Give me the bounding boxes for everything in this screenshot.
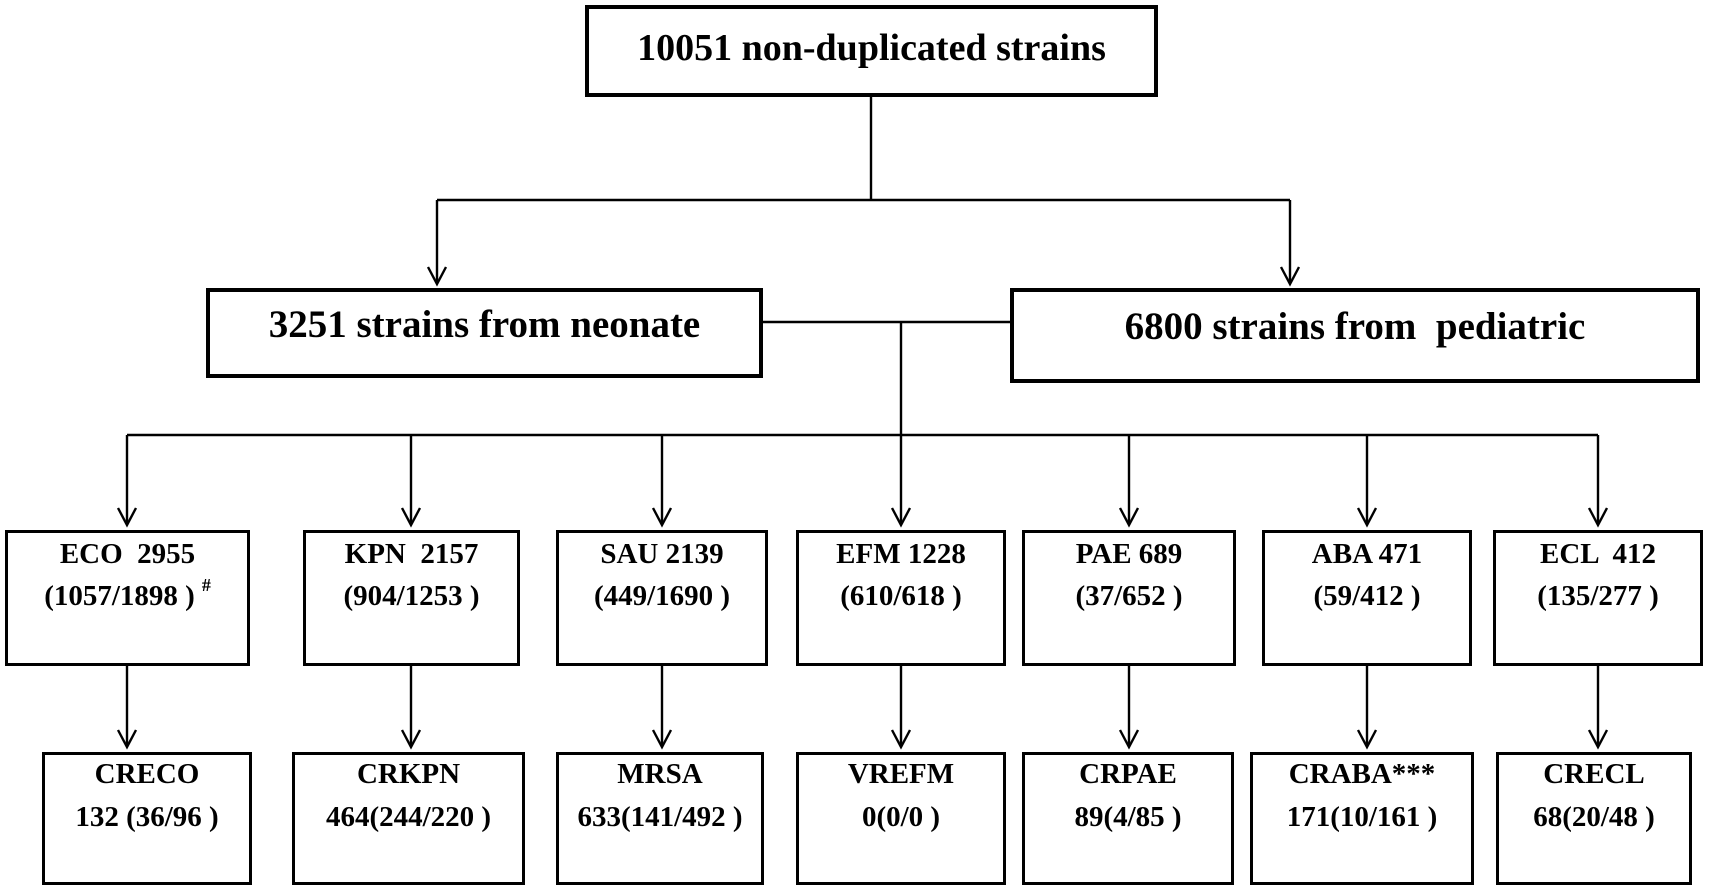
- species-name: EFM 1228: [836, 537, 966, 570]
- node-neonate-strains: 3251 strains from neonate: [206, 288, 763, 378]
- node-total-strains: 10051 non-duplicated strains: [585, 5, 1158, 97]
- resistant-name: CRECO: [94, 758, 200, 791]
- resistant-counts: 171(10/161 ): [1286, 800, 1438, 833]
- resistant-counts: 89(4/85 ): [1074, 800, 1182, 833]
- connector-cross-link: [763, 320, 1010, 524]
- node-aba: ABA 471 (59/412 ): [1262, 530, 1472, 666]
- species-counts-line: (1057/1898 ) #: [44, 575, 211, 617]
- species-name: ABA 471: [1311, 537, 1423, 570]
- resistant-name: CRABA***: [1288, 758, 1436, 791]
- node-crpae: CRPAE 89(4/85 ): [1022, 752, 1234, 885]
- connector-distributor: [125, 433, 1600, 524]
- resistant-name: CRKPN: [356, 758, 461, 791]
- species-name: ECL 412: [1539, 537, 1657, 570]
- footnote-marker: #: [201, 575, 211, 596]
- species-name: PAE 689: [1075, 537, 1183, 570]
- resistant-name: CRECL: [1543, 758, 1645, 791]
- node-efm: EFM 1228 (610/618 ): [796, 530, 1006, 666]
- node-craba: CRABA*** 171(10/161 ): [1250, 752, 1474, 885]
- node-ecl: ECL 412 (135/277 ): [1493, 530, 1703, 666]
- node-pediatric-strains: 6800 strains from pediatric: [1010, 288, 1700, 383]
- neonate-strains-label: 3251 strains from neonate: [268, 302, 701, 346]
- species-name: ECO 2955: [59, 537, 196, 570]
- resistant-name: MRSA: [617, 758, 703, 791]
- resistant-counts: 464(244/220 ): [325, 800, 492, 833]
- connector-species-resistant: [125, 666, 1600, 746]
- arrowheads-level2: [426, 266, 1301, 287]
- species-counts: (59/412 ): [1313, 580, 1421, 612]
- resistant-name: CRPAE: [1079, 758, 1177, 791]
- node-eco: ECO 2955 (1057/1898 ) #: [5, 530, 250, 666]
- species-counts: (135/277 ): [1537, 580, 1659, 612]
- species-counts: (1057/1898 ): [44, 580, 195, 612]
- node-sau: SAU 2139 (449/1690 ): [556, 530, 768, 666]
- species-name: SAU 2139: [600, 537, 724, 570]
- pediatric-strains-label: 6800 strains from pediatric: [1124, 305, 1586, 348]
- node-pae: PAE 689 (37/652 ): [1022, 530, 1236, 666]
- total-strains-label: 10051 non-duplicated strains: [637, 27, 1106, 69]
- node-kpn: KPN 2157 (904/1253 ): [303, 530, 520, 666]
- species-counts: (904/1253 ): [343, 580, 480, 612]
- node-mrsa: MRSA 633(141/492 ): [556, 752, 764, 885]
- connector-root-split: [435, 97, 1292, 283]
- species-counts: (449/1690 ): [593, 580, 731, 612]
- arrowheads-resistant: [116, 729, 1609, 750]
- species-counts: (610/618 ): [840, 580, 962, 612]
- species-name: KPN 2157: [344, 537, 479, 570]
- node-vrefm: VREFM 0(0/0 ): [796, 752, 1006, 885]
- resistant-counts: 132 (36/96 ): [75, 800, 219, 833]
- species-counts: (37/652 ): [1075, 580, 1183, 612]
- node-creco: CRECO 132 (36/96 ): [42, 752, 252, 885]
- resistant-counts: 633(141/492 ): [577, 800, 743, 833]
- resistant-counts: 68(20/48 ): [1533, 800, 1655, 833]
- node-crkpn: CRKPN 464(244/220 ): [292, 752, 525, 885]
- node-crecl: CRECL 68(20/48 ): [1496, 752, 1692, 885]
- arrowheads-species: [116, 507, 1609, 528]
- resistant-name: VREFM: [847, 758, 955, 791]
- resistant-counts: 0(0/0 ): [861, 800, 941, 833]
